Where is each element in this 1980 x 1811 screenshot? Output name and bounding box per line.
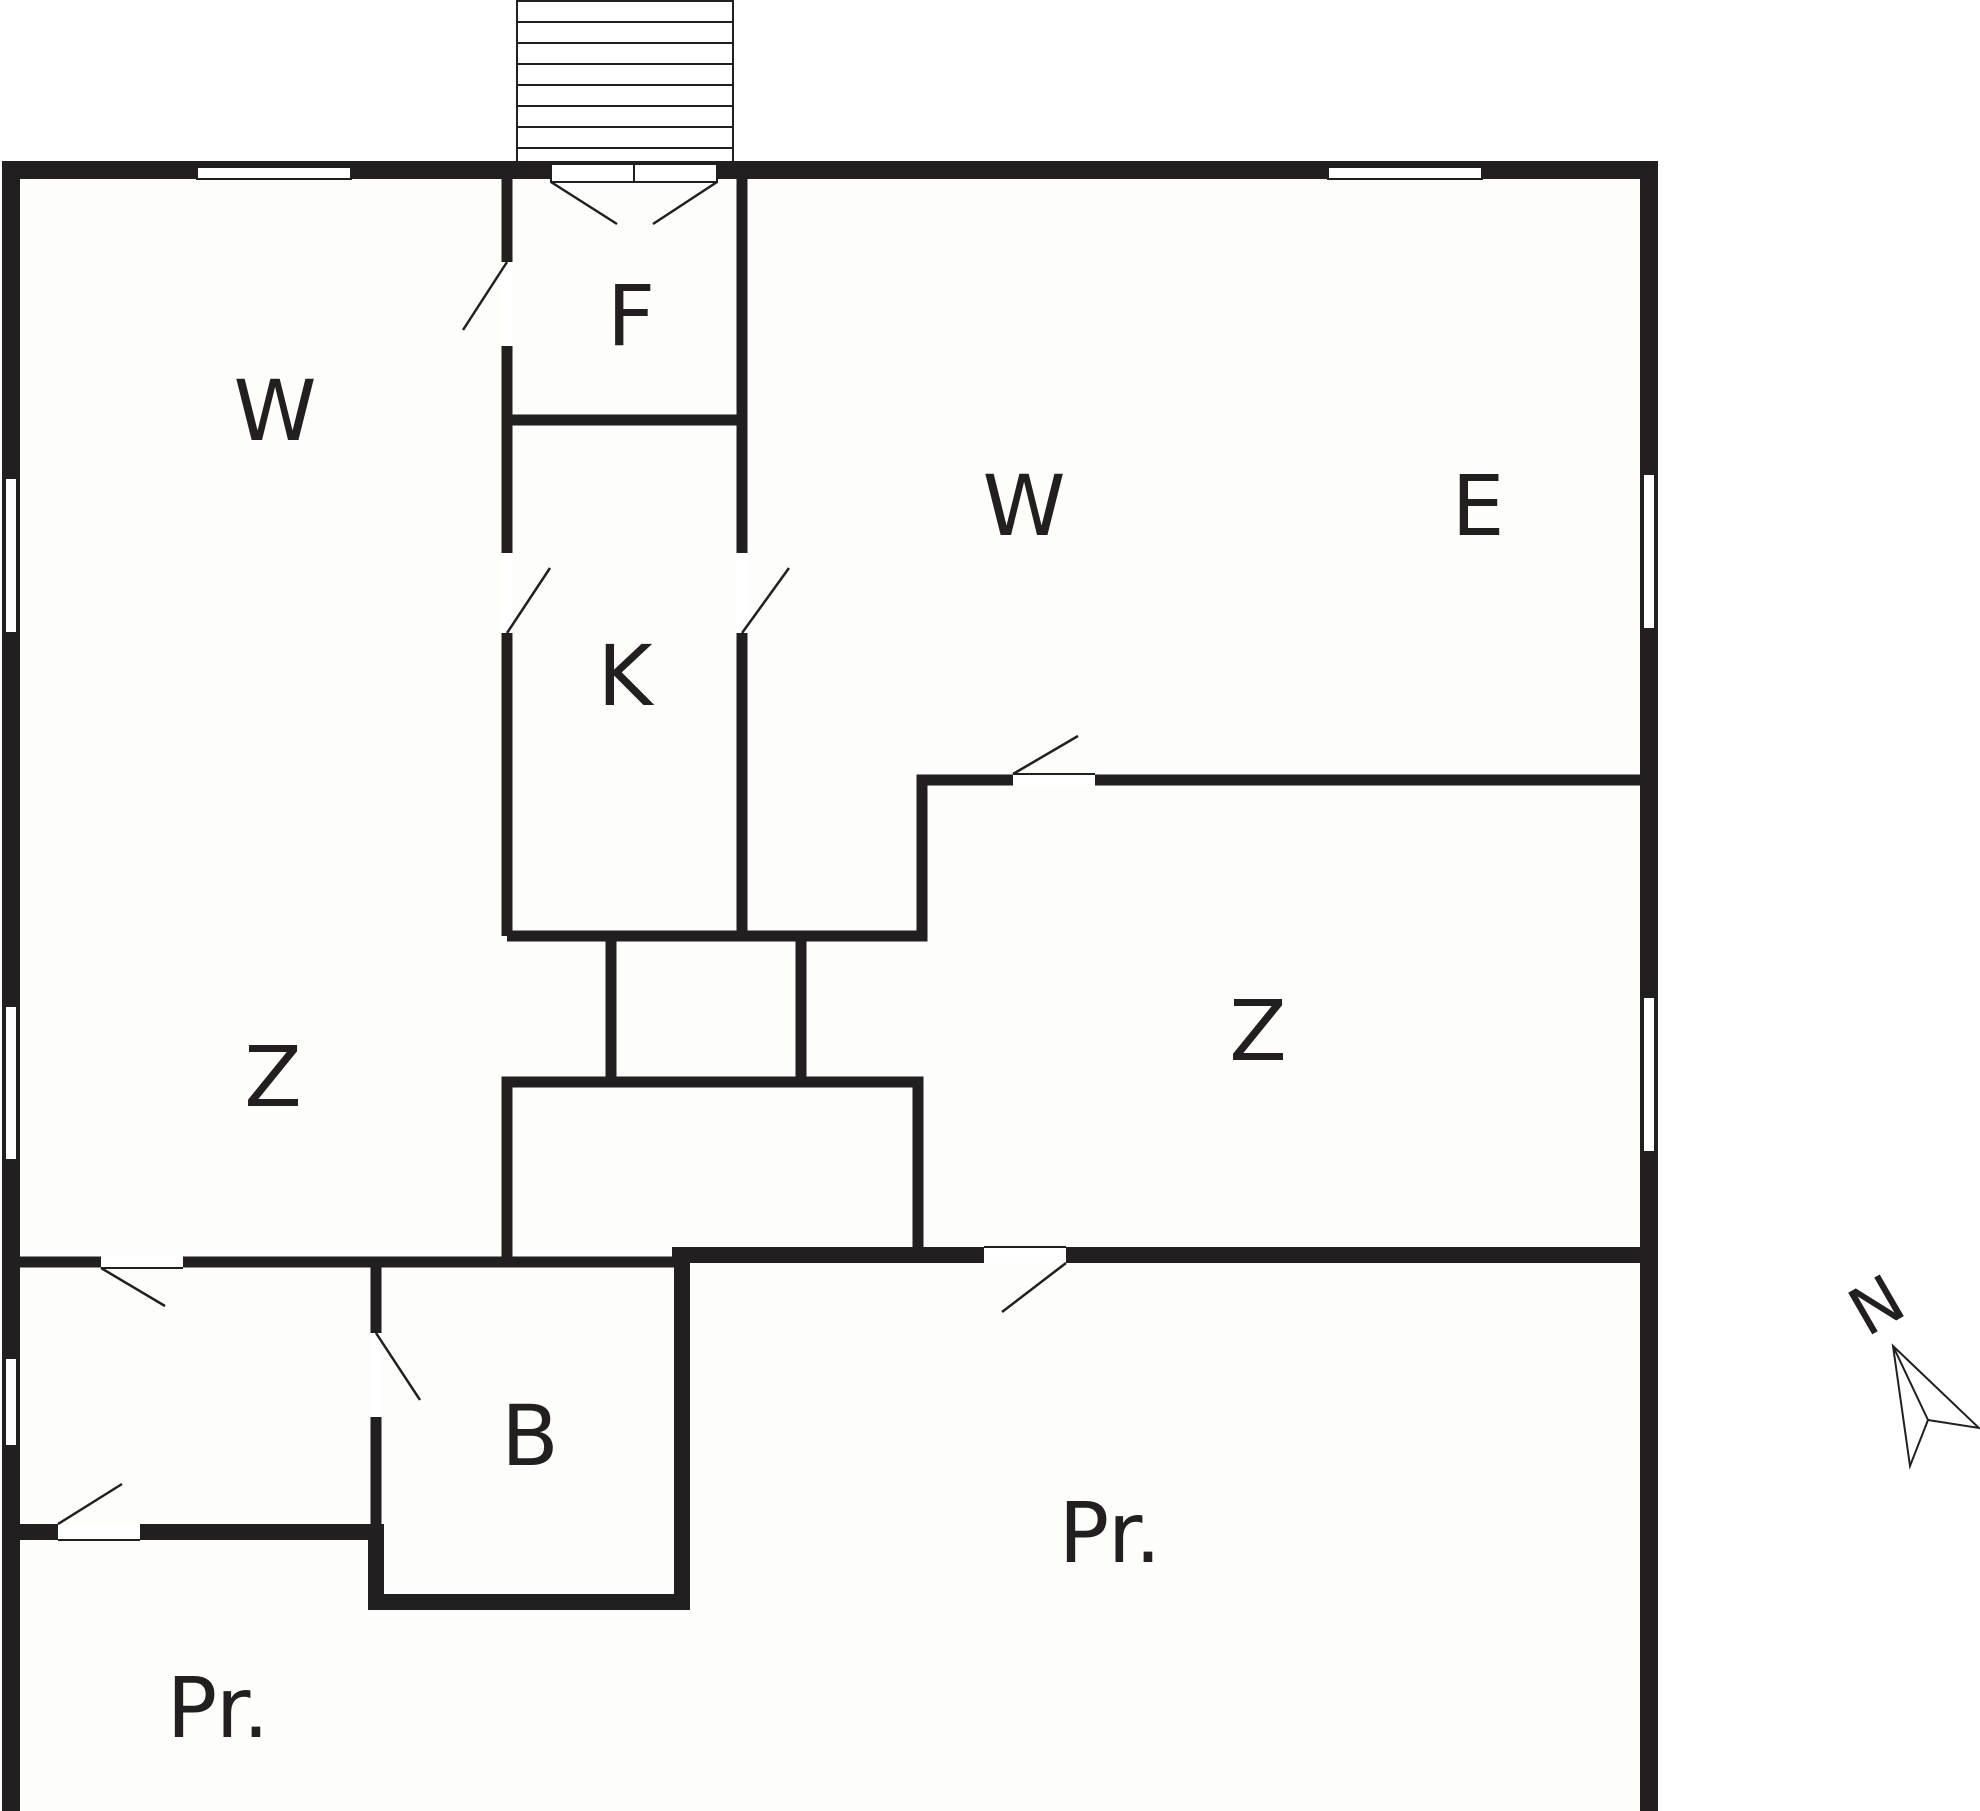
window — [4, 1357, 18, 1447]
room-label-k: K — [597, 627, 654, 725]
door-leaf — [1001, 1262, 1067, 1313]
door-leaf — [461, 261, 509, 331]
room-label-b: B — [501, 1387, 559, 1485]
stairs-icon — [516, 0, 734, 167]
window — [4, 477, 18, 634]
window — [1327, 166, 1483, 180]
room-label-z-right: Z — [1229, 982, 1287, 1080]
window — [196, 166, 352, 180]
door-swings — [57, 180, 1079, 1526]
door-leaf — [1012, 734, 1079, 776]
room-label-f: F — [607, 267, 655, 365]
door-leaf — [740, 567, 791, 634]
north-label: N — [1836, 1260, 1917, 1351]
door-leaf — [652, 180, 718, 226]
heavy-walls — [14, 1247, 1645, 1610]
door-leaf — [550, 180, 618, 226]
door-leaf — [100, 1266, 166, 1308]
door-leaf — [57, 1482, 123, 1526]
window — [1642, 996, 1656, 1153]
window — [1642, 473, 1656, 630]
room-labels: W F K W E Z Z B Pr. Pr. — [167, 267, 1505, 1757]
door-frames — [58, 163, 1095, 1541]
north-arrow-icon: N — [1836, 1260, 1980, 1470]
windows — [4, 166, 1656, 1447]
door-leaf — [505, 567, 552, 634]
door-leaf — [374, 1332, 422, 1401]
room-label-w-left: W — [233, 362, 316, 460]
room-label-z-left: Z — [244, 1028, 302, 1126]
exterior-walls — [2, 161, 1658, 1811]
room-label-e: E — [1451, 457, 1504, 555]
room-label-pr-right: Pr. — [1059, 1484, 1162, 1582]
room-label-w-right: W — [982, 457, 1065, 555]
window — [4, 1005, 18, 1161]
room-label-pr-left: Pr. — [167, 1659, 270, 1757]
